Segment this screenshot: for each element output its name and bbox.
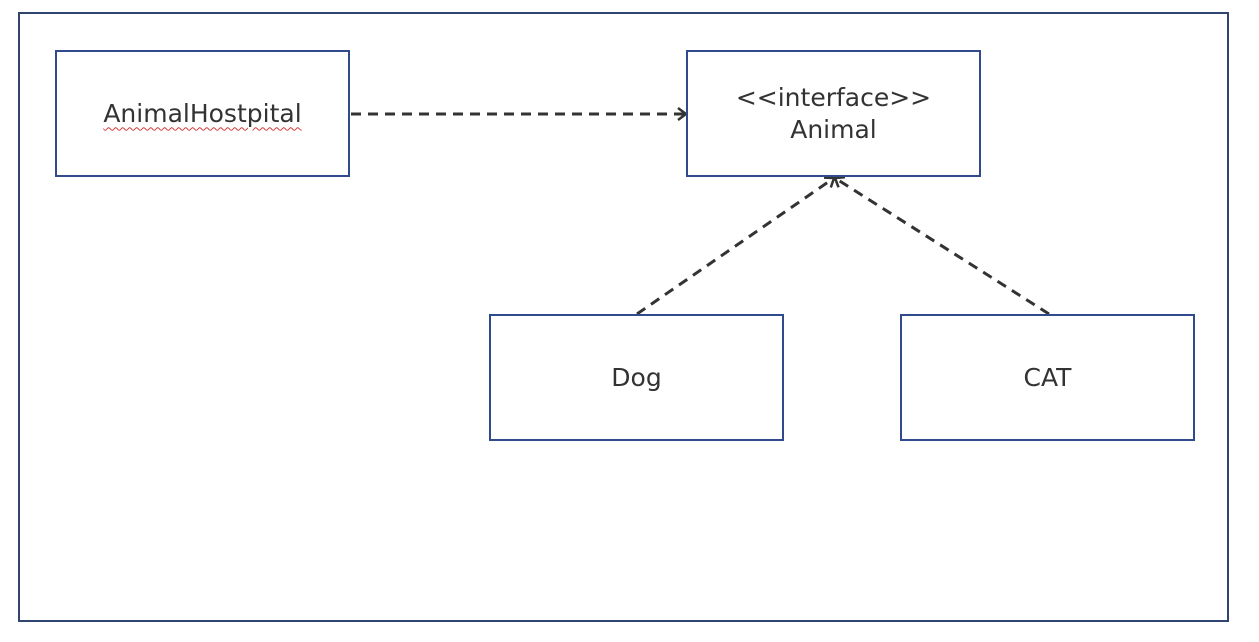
class-box-dog[interactable]: Dog [489,314,784,441]
class-box-cat[interactable]: CAT [900,314,1195,441]
interface-box-animal[interactable]: <<interface>> Animal [686,50,981,177]
interface-name-animal: Animal [790,114,877,144]
class-box-animal-hospital[interactable]: AnimalHostpital [55,50,350,177]
class-name-cat: CAT [1023,362,1072,392]
class-name-dog: Dog [611,362,662,392]
class-name-animal-hospital: AnimalHostpital [103,98,302,128]
diagram-frame [18,12,1229,622]
interface-stereotype: <<interface>> [735,82,932,112]
